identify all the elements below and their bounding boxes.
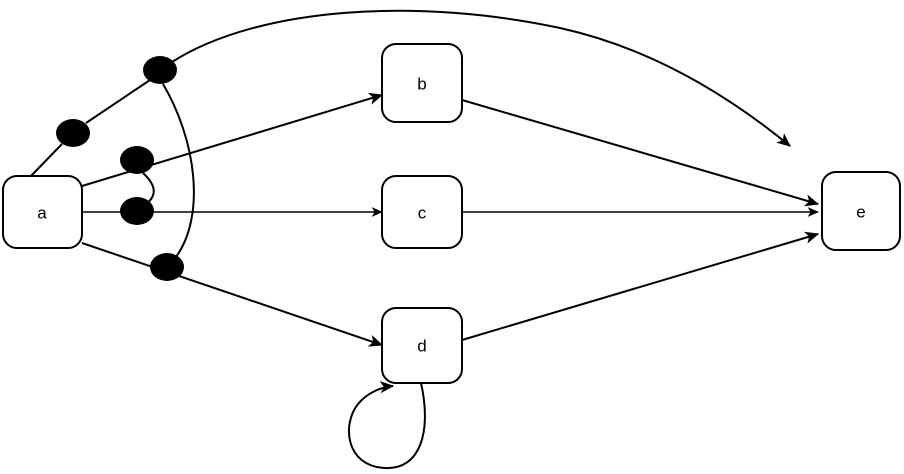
edge-d-to-e[interactable]: [461, 231, 820, 341]
node-c-shape[interactable]: [381, 175, 463, 249]
node-c[interactable]: c: [381, 175, 463, 249]
edge-waypoint2-to-waypoint5[interactable]: [162, 83, 195, 258]
node-e-shape[interactable]: [821, 171, 901, 251]
waypoint-dot-4[interactable]: [120, 197, 154, 225]
edge-a-to-e-top[interactable]: [29, 9, 790, 178]
node-a-label: a: [37, 204, 47, 223]
node-b-label: b: [417, 75, 426, 94]
waypoint-dot-5[interactable]: [150, 253, 184, 281]
edges-layer: [29, 9, 820, 470]
node-a-shape[interactable]: [2, 175, 83, 249]
edge-a-to-d[interactable]: [81, 242, 384, 347]
node-c-label: c: [418, 204, 427, 223]
edge-a-to-b[interactable]: [81, 92, 384, 187]
waypoint-dot-2[interactable]: [143, 56, 177, 84]
node-d-label: d: [417, 337, 426, 356]
edge-d-self-loop[interactable]: [347, 381, 426, 470]
node-a[interactable]: a: [2, 175, 83, 249]
node-b-shape[interactable]: [381, 43, 463, 123]
waypoint-dot-3[interactable]: [120, 146, 154, 174]
node-b[interactable]: b: [381, 43, 463, 123]
waypoints-layer: [56, 56, 184, 281]
waypoint-dot-1[interactable]: [56, 119, 90, 147]
node-e[interactable]: e: [821, 171, 901, 251]
node-d[interactable]: d: [381, 307, 463, 384]
nodes-layer: a b c d e: [2, 43, 901, 384]
node-d-shape[interactable]: [381, 307, 463, 384]
node-e-label: e: [856, 203, 865, 222]
edge-b-to-e[interactable]: [461, 99, 820, 207]
